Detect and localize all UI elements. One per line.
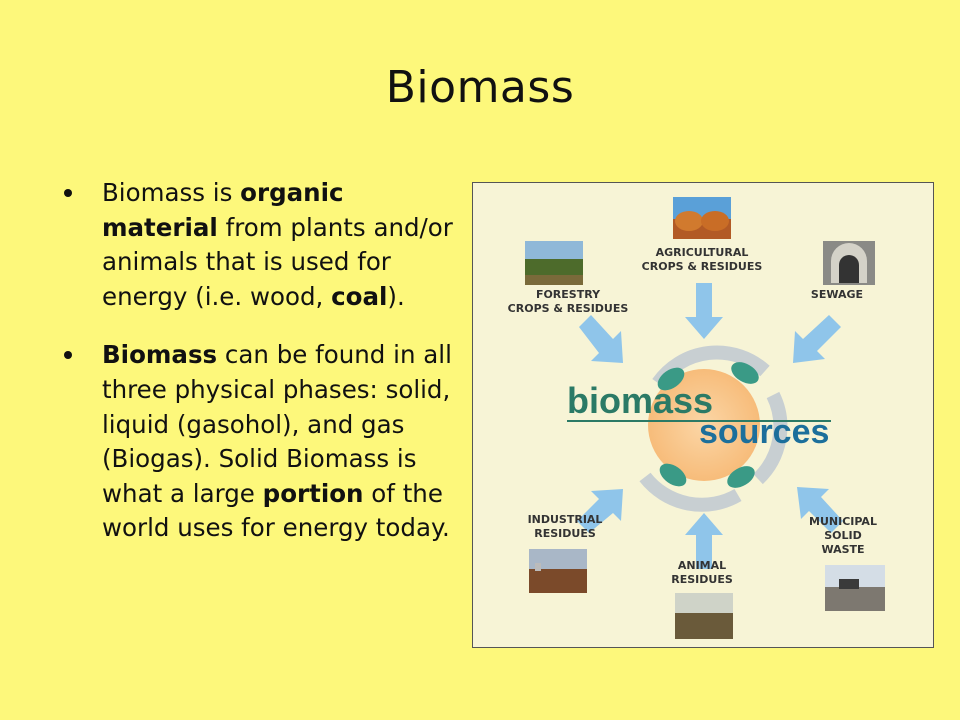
cycle-arc-bottom [639,472,742,512]
photo-forestry [525,241,583,285]
photo-ground [825,587,885,611]
bullet-list: Biomass is organic material from plants … [64,176,464,570]
label-forestry-2: CROPS & RESIDUES [508,302,629,315]
photo-agricultural [673,197,731,239]
label-municipal-1: MUNICIPAL [809,515,877,528]
photo-industrial [529,549,587,593]
arrow-from-municipal-icon [797,487,843,533]
label-forestry-1: FORESTRY [536,288,601,301]
bullet-dot-icon [64,351,72,360]
bullet-item-2: Biomass can be found in all three physic… [64,338,464,546]
arrow-from-sewage-icon [793,315,841,363]
center-label-sources: sources [699,413,829,451]
bullet-text: Biomass is organic material from plants … [102,178,453,311]
photo-animal [675,593,733,639]
photo-detail [535,563,541,571]
hay-bale-icon [701,211,729,231]
recycle-cycle [639,345,788,512]
leaf-icon [659,463,687,487]
label-animal-1: ANIMAL [678,559,726,572]
photo-soil [525,275,583,285]
sun-circle [648,369,760,481]
bullet-text: Biomass can be found in all three physic… [102,340,452,543]
label-industrial-2: RESIDUES [534,527,596,540]
photo-ground [675,613,733,639]
biomass-sources-diagram: biomass sources [472,182,934,648]
arrow-from-agricultural-icon [685,283,723,339]
sewer-opening [839,255,859,283]
label-agricultural-2: CROPS & RESIDUES [642,260,763,273]
photo-sewage [823,241,875,285]
center-label-biomass: biomass [567,380,713,421]
bulldozer-icon [839,579,859,589]
leaf-icon [657,367,685,391]
label-municipal-2: SOLID [824,529,862,542]
diagram-svg: biomass sources [508,197,885,639]
photo-ground [529,569,587,593]
cycle-arc-right [752,391,788,485]
arrows [577,283,843,569]
arrow-from-forestry-icon [579,315,623,363]
label-sewage: SEWAGE [811,288,863,301]
arrow-from-animal-icon [685,513,723,569]
slide-title: Biomass [385,62,575,113]
arrow-from-industrial-icon [577,489,623,533]
label-agricultural-1: AGRICULTURAL [656,246,749,259]
bullet-item-1: Biomass is organic material from plants … [64,176,464,314]
photo-municipal [825,565,885,611]
leaf-icon [731,362,759,384]
label-municipal-3: WASTE [821,543,864,556]
leaf-icon [727,466,755,488]
label-industrial-1: INDUSTRIAL [528,513,603,526]
bullet-dot-icon [64,189,72,197]
label-animal-2: RESIDUES [671,573,733,586]
hay-bale-icon [675,211,703,231]
